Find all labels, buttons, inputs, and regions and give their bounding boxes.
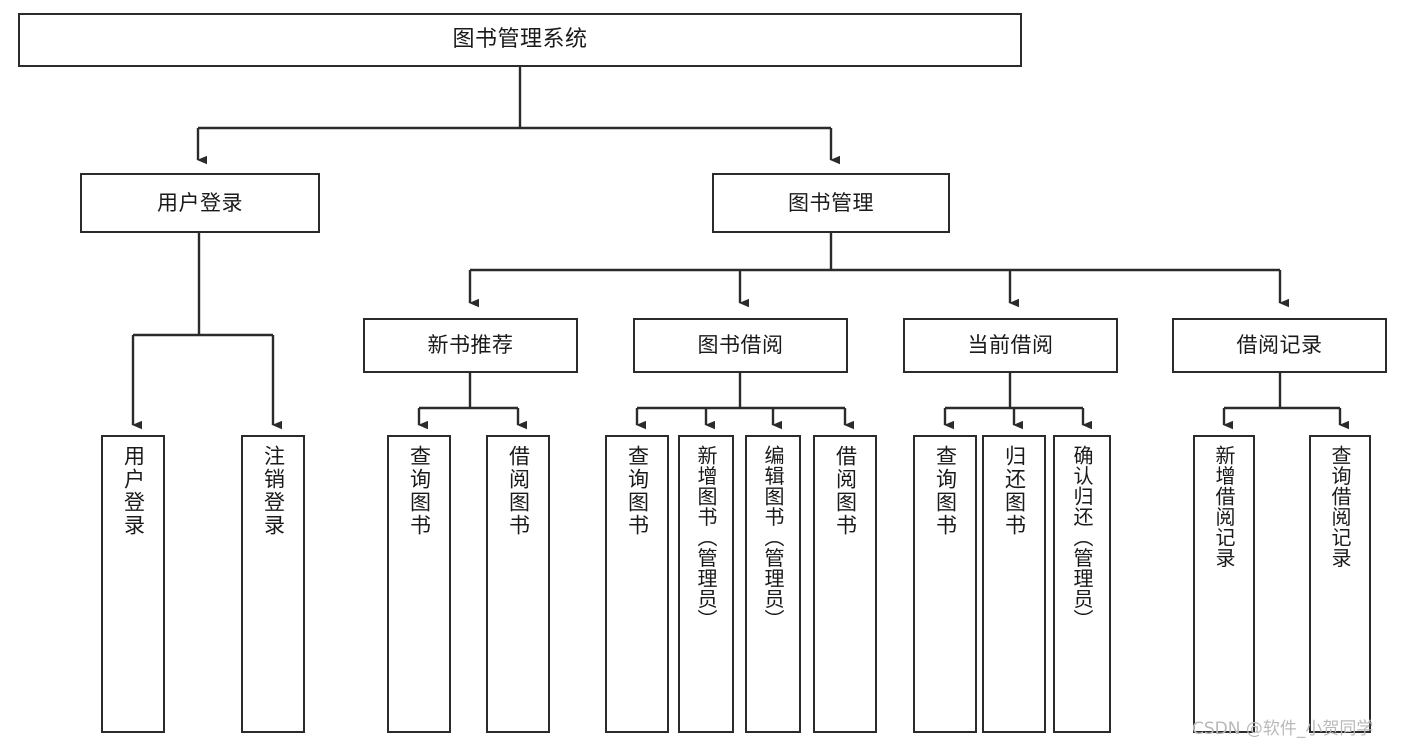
node-label: 借阅记录 — [1236, 333, 1323, 358]
node-label: 新书推荐 — [427, 333, 514, 358]
node-label: 查询图书 — [625, 445, 650, 537]
node-leaf-query-borrow-record[interactable]: 查询借阅记录 — [1309, 435, 1371, 733]
node-label: 编辑图书（管理员） — [761, 445, 785, 630]
node-leaf-query-book-recommend[interactable]: 查询图书 — [387, 435, 451, 733]
node-leaf-logout-login[interactable]: 注销登录 — [241, 435, 305, 733]
node-root-book-management-system[interactable]: 图书管理系统 — [18, 13, 1022, 67]
node-leaf-query-book-current[interactable]: 查询图书 — [913, 435, 977, 733]
node-leaf-borrow-book[interactable]: 借阅图书 — [813, 435, 877, 733]
node-label: 借阅图书 — [833, 445, 858, 537]
node-label: 图书管理系统 — [452, 27, 588, 53]
node-label: 归还图书 — [1002, 445, 1027, 537]
node-user-login[interactable]: 用户登录 — [80, 173, 320, 233]
node-label: 查询图书 — [407, 445, 432, 537]
node-leaf-return-book[interactable]: 归还图书 — [982, 435, 1046, 733]
node-label: 新增图书（管理员） — [694, 445, 718, 630]
node-leaf-edit-book-admin[interactable]: 编辑图书（管理员） — [745, 435, 801, 733]
node-leaf-borrow-book-recommend[interactable]: 借阅图书 — [486, 435, 550, 733]
node-leaf-confirm-return-admin[interactable]: 确认归还（管理员） — [1053, 435, 1111, 733]
node-label: 新增借阅记录 — [1212, 445, 1236, 568]
node-label: 注销登录 — [261, 445, 286, 537]
node-label: 图书借阅 — [697, 333, 784, 358]
node-leaf-user-login[interactable]: 用户登录 — [101, 435, 165, 733]
node-new-book-recommend[interactable]: 新书推荐 — [363, 318, 578, 373]
csdn-watermark: CSDN @软件_小贺同学 — [1192, 719, 1374, 739]
node-book-management[interactable]: 图书管理 — [712, 173, 950, 233]
node-label: 确认归还（管理员） — [1070, 445, 1094, 630]
node-label: 查询图书 — [933, 445, 958, 537]
node-label: 用户登录 — [121, 445, 146, 537]
node-leaf-add-borrow-record[interactable]: 新增借阅记录 — [1193, 435, 1255, 733]
node-leaf-query-book-borrow[interactable]: 查询图书 — [605, 435, 669, 733]
node-label: 图书管理 — [788, 190, 874, 215]
node-label: 用户登录 — [157, 190, 243, 215]
node-label: 查询借阅记录 — [1328, 445, 1352, 568]
node-label: 当前借阅 — [967, 333, 1054, 358]
node-borrow-record[interactable]: 借阅记录 — [1172, 318, 1387, 373]
node-leaf-add-book-admin[interactable]: 新增图书（管理员） — [678, 435, 734, 733]
node-current-borrow[interactable]: 当前借阅 — [903, 318, 1118, 373]
node-book-borrow[interactable]: 图书借阅 — [633, 318, 848, 373]
node-label: 借阅图书 — [506, 445, 531, 537]
